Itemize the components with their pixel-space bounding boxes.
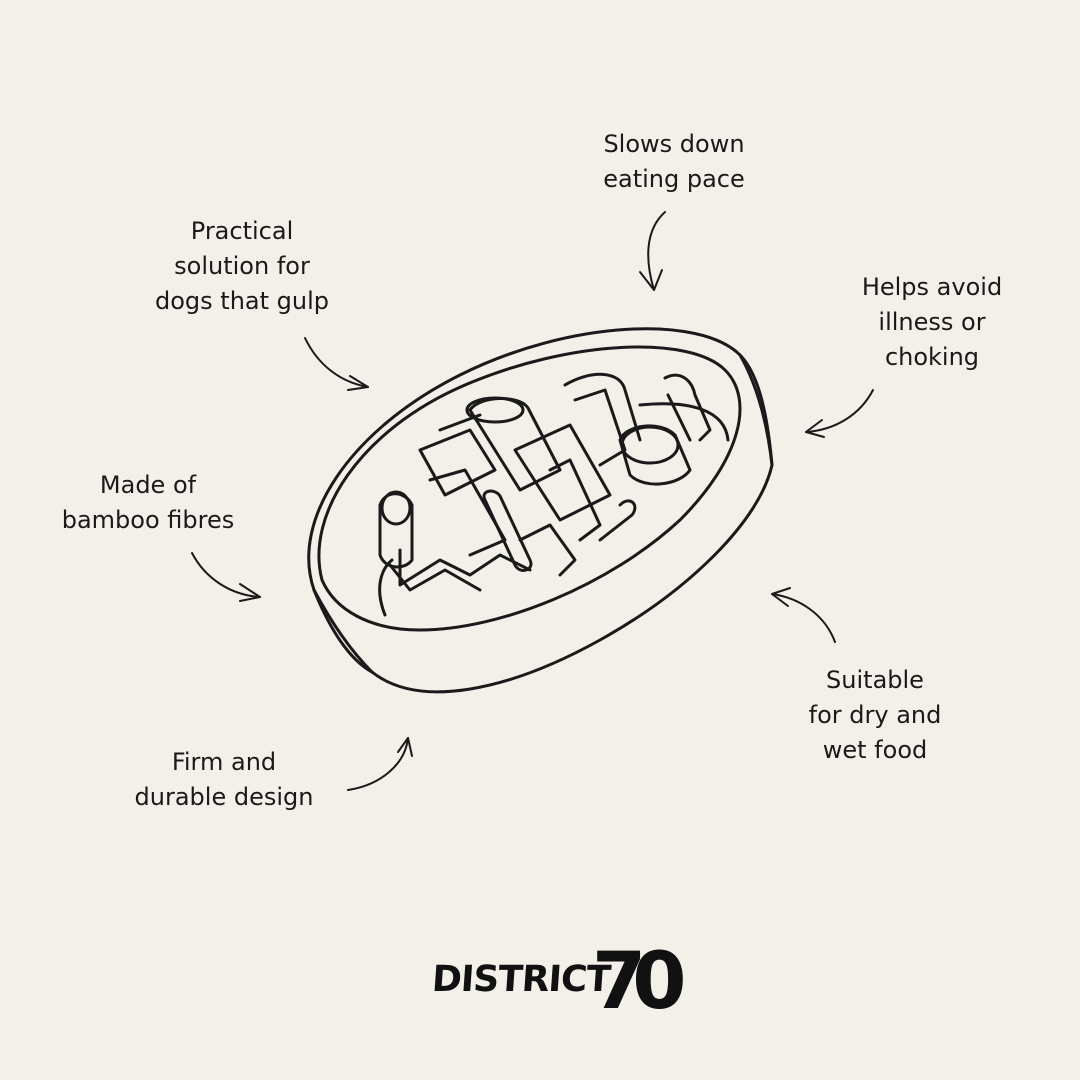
feature-line: Slows down bbox=[603, 130, 745, 158]
feature-line: solution for bbox=[174, 252, 310, 280]
feature-line: durable design bbox=[134, 783, 314, 811]
arrow-icon bbox=[771, 593, 836, 643]
feature-line: Practical bbox=[190, 217, 294, 245]
arrow-icon bbox=[805, 389, 874, 433]
bowl-drawing bbox=[307, 327, 774, 694]
feature-line: for dry and bbox=[808, 701, 942, 729]
feature-practical-solution: Practical solution for dogs that gulp bbox=[82, 214, 402, 319]
arrows bbox=[191, 211, 874, 791]
district70-logo: DISTRICT 70 bbox=[430, 937, 687, 1027]
feature-slows-eating: Slows down eating pace bbox=[514, 127, 834, 197]
feature-durable-design: Firm and durable design bbox=[64, 745, 384, 815]
feature-line: choking bbox=[884, 343, 980, 371]
feature-dry-wet-food: Suitable for dry and wet food bbox=[715, 663, 1035, 768]
logo-number: 70 bbox=[592, 937, 686, 1027]
feature-line: eating pace bbox=[603, 165, 745, 193]
feature-line: illness or bbox=[878, 308, 986, 336]
feature-line: Firm and bbox=[171, 748, 277, 776]
arrow-icon bbox=[647, 211, 666, 291]
feature-bamboo-fibres: Made of bamboo fibres bbox=[0, 468, 308, 538]
feature-line: wet food bbox=[822, 736, 928, 764]
arrow-icon bbox=[304, 337, 369, 388]
logo-text: DISTRICT bbox=[430, 959, 612, 1000]
arrow-icon bbox=[347, 737, 409, 791]
arrow-icon bbox=[191, 552, 261, 598]
feature-line: Made of bbox=[99, 471, 197, 499]
feature-line: Helps avoid bbox=[861, 273, 1003, 301]
feature-line: Suitable bbox=[826, 666, 924, 694]
feature-line: bamboo fibres bbox=[61, 506, 235, 534]
feature-helps-avoid-illness: Helps avoid illness or choking bbox=[772, 270, 1080, 375]
feature-line: dogs that gulp bbox=[155, 287, 329, 315]
